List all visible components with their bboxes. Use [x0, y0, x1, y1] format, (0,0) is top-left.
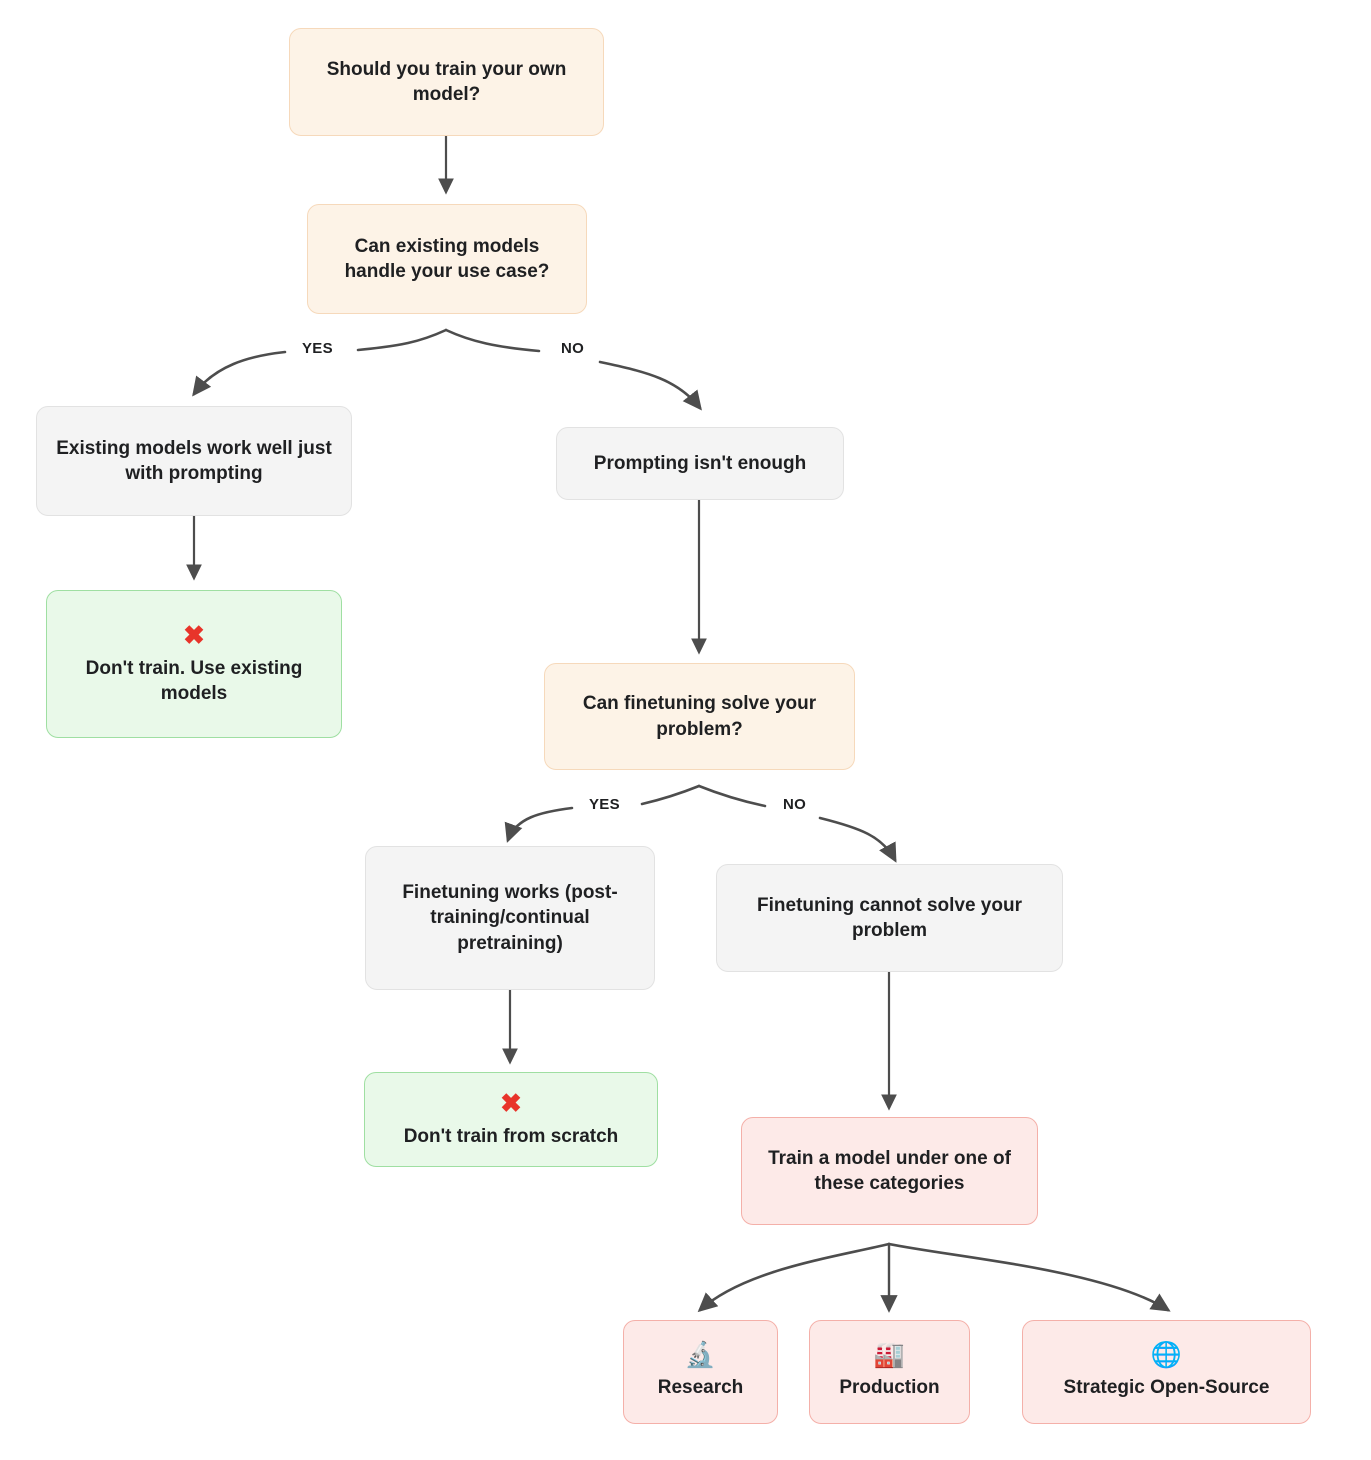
node-category-research[interactable]: 🔬 Research: [623, 1320, 778, 1424]
node-should-you-train[interactable]: Should you train your own model?: [289, 28, 604, 136]
node-finetuning-cannot-solve[interactable]: Finetuning cannot solve your problem: [716, 864, 1063, 972]
edge-label-existing-yes: YES: [298, 340, 337, 357]
globe-icon: 🌐: [1150, 1341, 1183, 1370]
microscope-icon: 🔬: [684, 1341, 717, 1370]
node-prompting-isnt-enough[interactable]: Prompting isn't enough: [556, 427, 844, 500]
edge-label-finetune-yes: YES: [585, 796, 624, 813]
node-label: Should you train your own model?: [326, 58, 567, 105]
node-label: Don't train. Use existing models: [85, 657, 303, 704]
node-label: Prompting isn't enough: [593, 452, 807, 474]
node-finetuning-works[interactable]: Finetuning works (post-training/continua…: [365, 846, 655, 990]
edge-train-model-to-open-source: [887, 1242, 1171, 1312]
node-label: Strategic Open-Source: [1063, 1377, 1270, 1399]
node-train-a-model[interactable]: Train a model under one of these categor…: [741, 1117, 1038, 1225]
node-dont-train-from-scratch[interactable]: ✖ Don't train from scratch: [364, 1072, 658, 1167]
node-label: Production: [839, 1377, 940, 1399]
node-category-production[interactable]: 🏭 Production: [809, 1320, 970, 1424]
edge-label-finetune-no: NO: [779, 796, 811, 813]
edge-label-existing-no: NO: [557, 340, 589, 357]
node-label: Train a model under one of these categor…: [768, 1147, 1011, 1194]
node-dont-train-use-existing[interactable]: ✖ Don't train. Use existing models: [46, 590, 342, 738]
cross-mark-icon: ✖: [500, 1087, 522, 1118]
node-label: Existing models work well just with prom…: [56, 437, 332, 484]
node-label: Finetuning works (post-training/continua…: [402, 882, 618, 954]
node-label: Can existing models handle your use case…: [344, 235, 550, 282]
node-can-existing-models-handle[interactable]: Can existing models handle your use case…: [307, 204, 587, 314]
node-label: Research: [657, 1377, 744, 1399]
node-existing-models-work-well[interactable]: Existing models work well just with prom…: [36, 406, 352, 516]
node-category-strategic-open-source[interactable]: 🌐 Strategic Open-Source: [1022, 1320, 1311, 1424]
cross-mark-icon: ✖: [183, 619, 205, 650]
node-label: Don't train from scratch: [403, 1125, 619, 1147]
factory-icon: 🏭: [873, 1341, 906, 1370]
edge-train-model-to-research: [697, 1242, 891, 1313]
edge-finetune-yes: [504, 784, 701, 843]
node-label: Can finetuning solve your problem?: [582, 693, 817, 740]
node-label: Finetuning cannot solve your problem: [757, 894, 1022, 941]
node-can-finetuning-solve[interactable]: Can finetuning solve your problem?: [544, 663, 855, 770]
